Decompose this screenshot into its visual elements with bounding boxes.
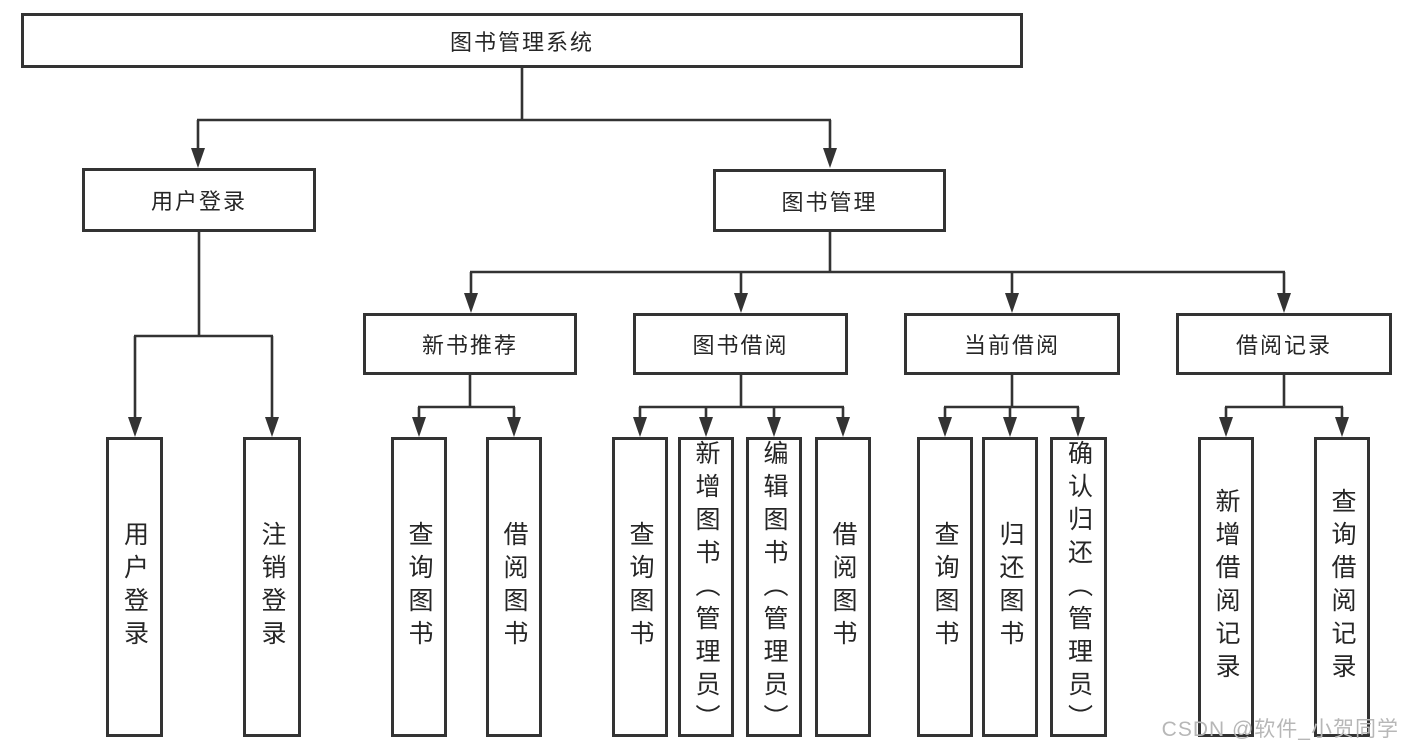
watermark: CSDN @软件_小贺同学 [1161, 718, 1399, 741]
leaf-nbr-query-books: 查询图书 [391, 437, 447, 737]
leaf-nbr-borrow-books: 借阅图书 [486, 437, 542, 737]
node-book-management: 图书管理 [713, 169, 946, 232]
leaf-bb-query-books: 查询图书 [612, 437, 668, 737]
node-current-borrowing: 当前借阅 [904, 313, 1120, 375]
leaf-br-query-record: 查询借阅记录 [1314, 437, 1370, 737]
leaf-br-add-record: 新增借阅记录 [1198, 437, 1254, 737]
leaf-bb-add-books-admin: 新增图书（管理员） [678, 437, 734, 737]
leaf-bb-borrow-books: 借阅图书 [815, 437, 871, 737]
leaf-cb-query-books: 查询图书 [917, 437, 973, 737]
node-book-borrowing: 图书借阅 [633, 313, 848, 375]
leaf-bb-edit-books-admin: 编辑图书（管理员） [746, 437, 802, 737]
leaf-user-login: 用户登录 [106, 437, 163, 737]
leaf-logout-login: 注销登录 [243, 437, 301, 737]
leaf-cb-return-books: 归还图书 [982, 437, 1038, 737]
node-root-system: 图书管理系统 [21, 13, 1023, 68]
leaf-cb-confirm-return-admin: 确认归还（管理员） [1050, 437, 1107, 737]
node-borrowing-records: 借阅记录 [1176, 313, 1392, 375]
node-new-book-recommend: 新书推荐 [363, 313, 577, 375]
node-user-login: 用户登录 [82, 168, 316, 232]
